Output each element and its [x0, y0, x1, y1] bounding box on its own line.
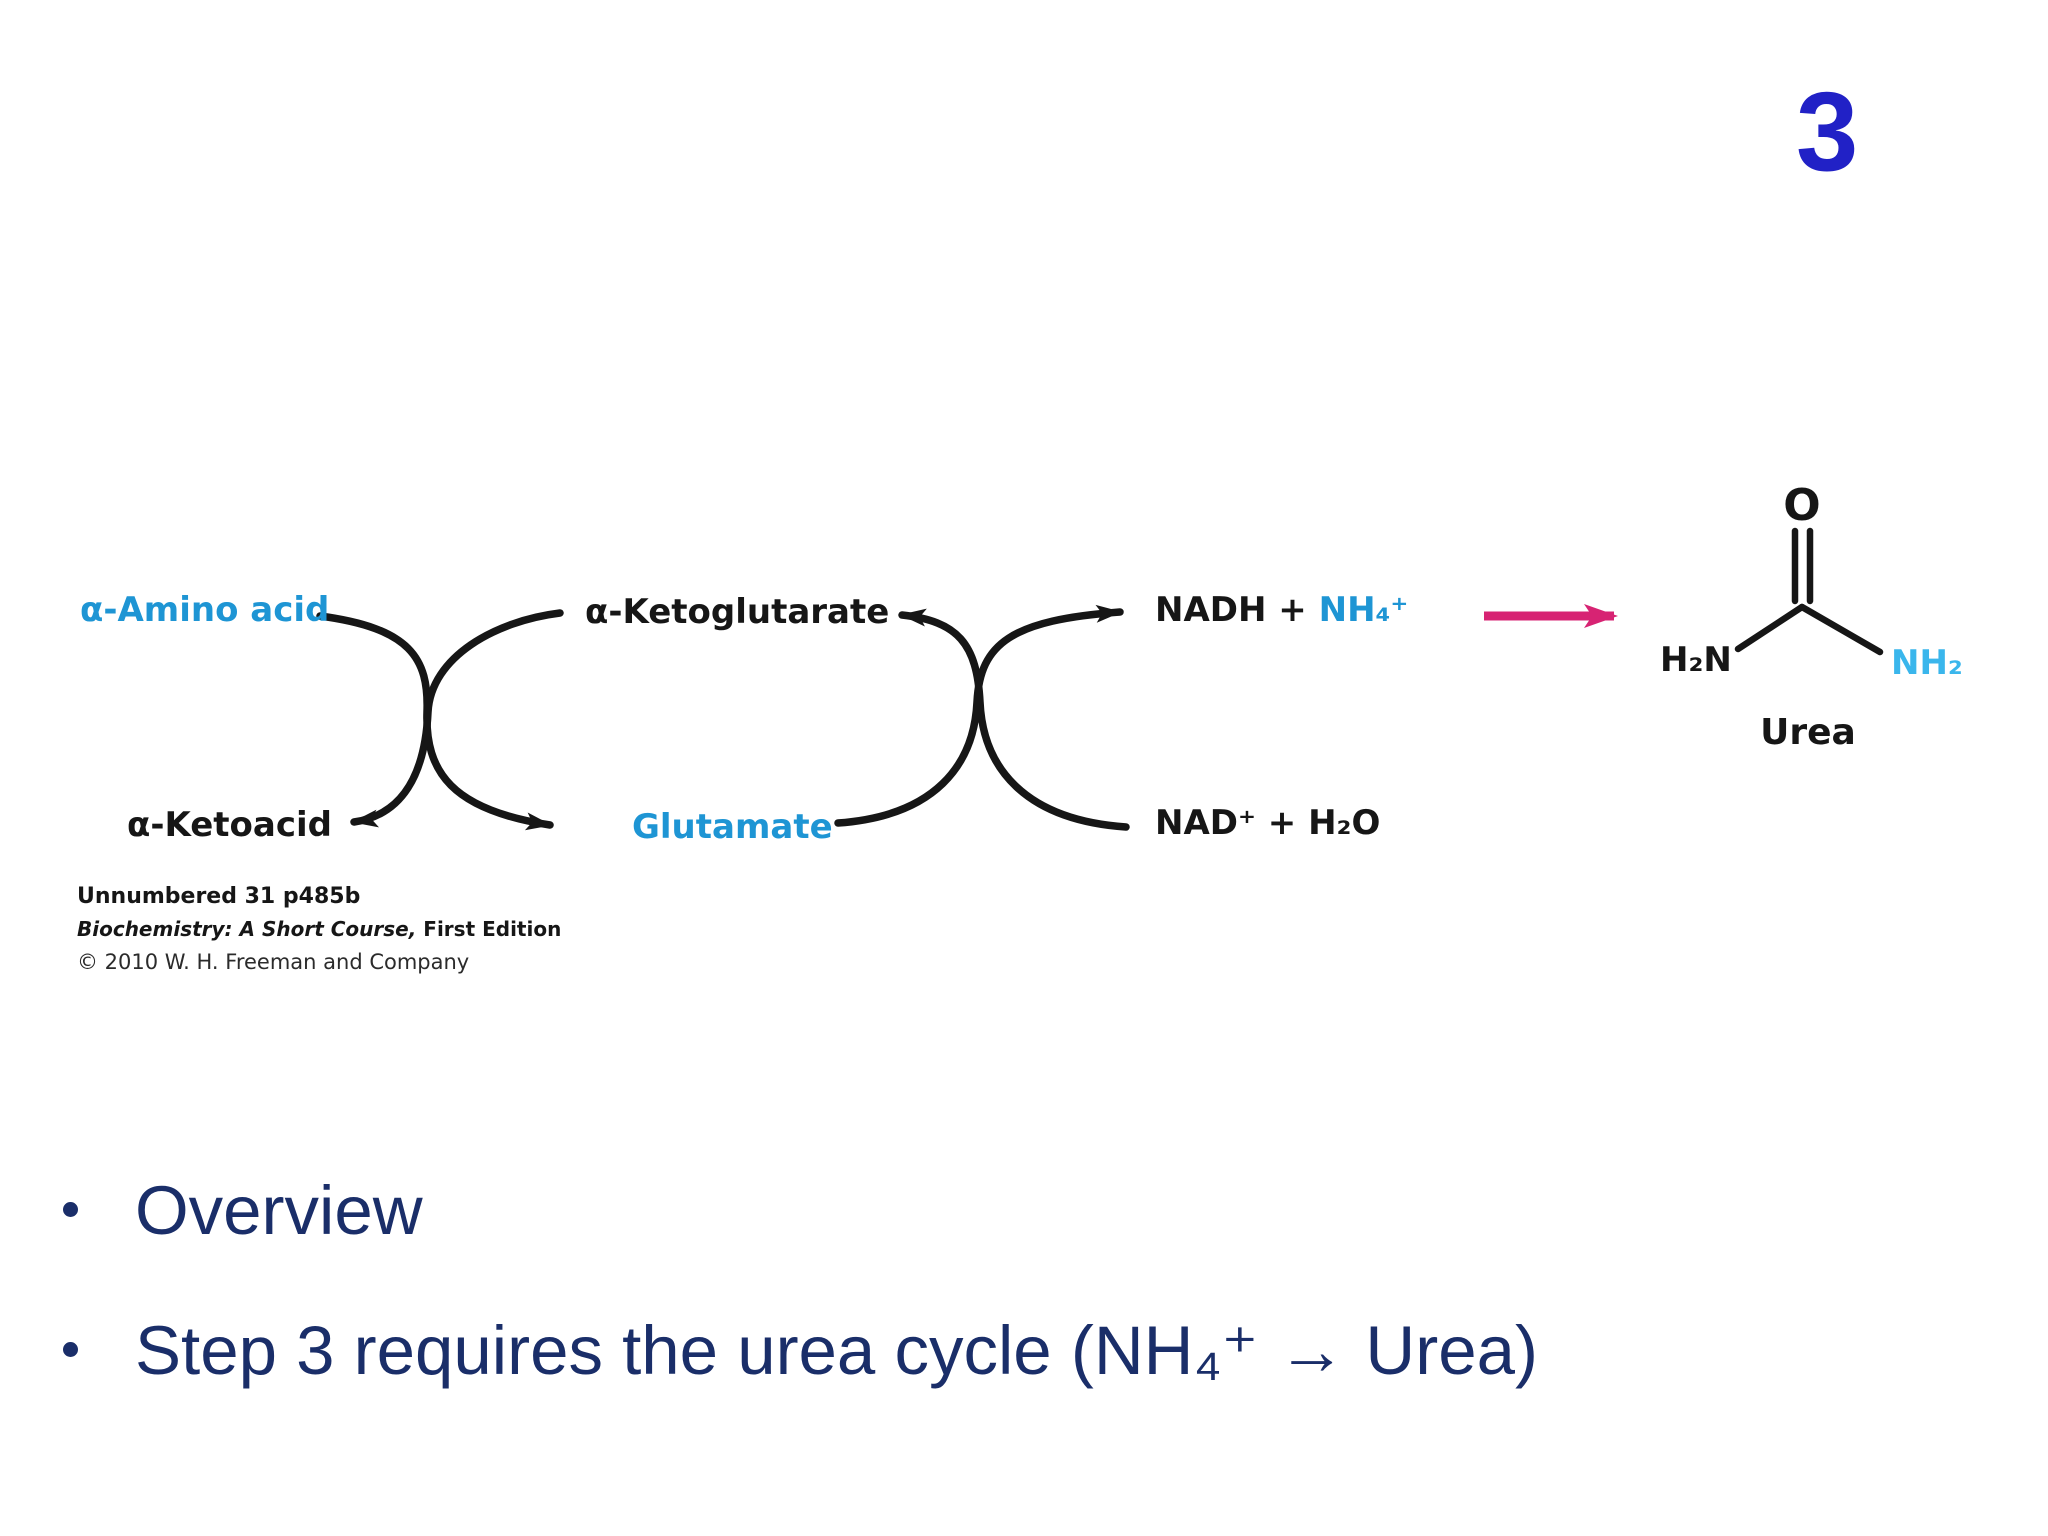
bullet-text: Step 3 requires the urea cycle (NH₄⁺ → U…	[135, 1312, 1538, 1389]
citation-copyright: © 2010 W. H. Freeman and Company	[77, 950, 470, 974]
urea-oxygen-atom: O	[1783, 480, 1821, 531]
label-nadh-part: NADH +	[1155, 590, 1319, 630]
bullet-list: Overview Step 3 requires the urea cycle …	[55, 1176, 1538, 1456]
label-nh4-part: NH₄⁺	[1318, 590, 1409, 630]
bullet-dot	[63, 1342, 78, 1357]
urea-caption: Urea	[1760, 712, 1856, 753]
label-alpha-amino-acid: α-Amino acid	[80, 590, 330, 630]
citation-title-italic: Biochemistry: A Short Course,	[77, 917, 417, 941]
curve-ketoglutarate-to-ketoacid-arrow	[350, 609, 564, 828]
label-alpha-ketoglutarate: α-Ketoglutarate	[585, 592, 890, 632]
citation-figure-id: Unnumbered 31 p485b	[77, 884, 361, 909]
urea-bonds	[1734, 527, 1884, 656]
urea-h2n-group: H₂N	[1660, 640, 1732, 680]
bullet-item-step3: Step 3 requires the urea cycle (NH₄⁺ → U…	[55, 1316, 1538, 1385]
bullet-item-overview: Overview	[55, 1176, 1538, 1245]
bullet-text: Overview	[135, 1172, 423, 1249]
curve-nad-to-ketoglutarate-arrow	[898, 608, 1130, 831]
citation-edition: First Edition	[416, 917, 562, 941]
figure-citation: Unnumbered 31 p485b Biochemistry: A Shor…	[77, 880, 561, 979]
label-nadh-nh4: NADH + NH₄⁺	[1155, 590, 1409, 630]
bullet-dot	[63, 1202, 78, 1217]
label-alpha-ketoacid: α-Ketoacid	[127, 805, 332, 845]
page-number: 3	[1796, 69, 1859, 194]
urea-nh2-group: NH₂	[1891, 643, 1963, 683]
citation-book-title: Biochemistry: A Short Course, First Edit…	[77, 913, 561, 946]
label-nad-h2o: NAD⁺ + H₂O	[1155, 803, 1381, 843]
curve-aminoacid-to-glutamate-arrow	[316, 612, 554, 831]
label-glutamate: Glutamate	[632, 807, 833, 847]
